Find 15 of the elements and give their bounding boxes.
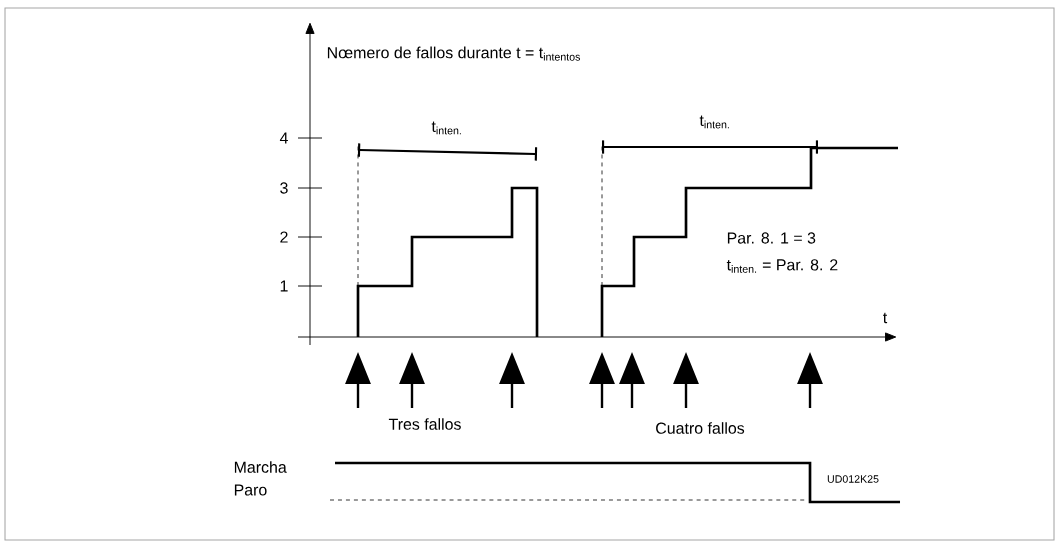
figure-code: UD012K25 [827, 475, 879, 483]
tick-label: 2 [280, 231, 288, 243]
tick-label: 1 [280, 280, 288, 292]
axis-title: Nœmero de fallos durante t = t$_{intentos}$ [327, 46, 581, 61]
dimension-label: t$_{inten.}$ [431, 121, 461, 135]
signal-label: Marcha [234, 461, 287, 473]
axis-label: t [883, 312, 888, 324]
parameter-note: t$_{inten.}$ = Par. 8. 2 [726, 259, 838, 273]
tick-label: 3 [280, 182, 288, 194]
dimension-label: t$_{inten.}$ [699, 115, 729, 129]
group-label: Tres fallos [388, 418, 461, 430]
parameter-note: Par. 8. 1 = 3 [727, 232, 816, 244]
signal-label: Paro [234, 484, 267, 496]
group-label: Cuatro fallos [656, 422, 745, 434]
tick-label: 4 [279, 132, 288, 144]
